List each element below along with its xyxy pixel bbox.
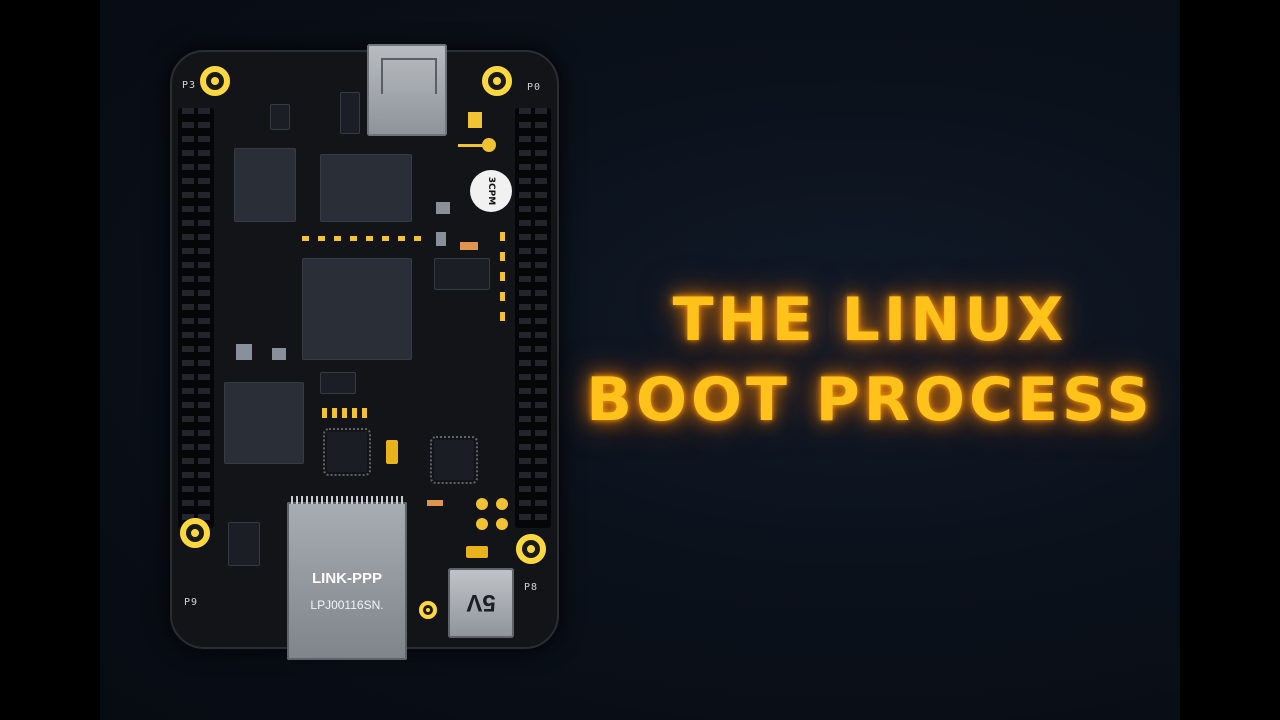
power-label: 5V <box>466 589 496 616</box>
smd-component <box>460 242 478 250</box>
smd-component <box>236 344 252 360</box>
title-line-1: THE LINUX <box>672 285 1068 355</box>
small-chip <box>320 372 356 394</box>
small-chip <box>340 92 360 134</box>
smd-component <box>436 232 446 246</box>
smd-component <box>496 498 508 510</box>
processor-chip <box>302 258 412 360</box>
smd-component <box>362 408 367 418</box>
power-connector: 5V <box>448 568 514 638</box>
smd-component <box>350 236 357 241</box>
smd-component <box>272 348 286 360</box>
smd-component <box>436 202 450 214</box>
smd-component <box>500 292 505 301</box>
badge-sticker: 3CPM <box>470 170 512 212</box>
smd-component <box>496 518 508 530</box>
mounting-hole <box>180 518 210 548</box>
small-chip <box>270 104 290 130</box>
smd-component <box>352 408 357 418</box>
smd-component <box>334 236 341 241</box>
ethernet-jack: LINK-PPP LPJ00116SN. <box>287 496 407 660</box>
smd-component <box>476 498 488 510</box>
smd-component <box>500 232 505 241</box>
page-title: THE LINUX BOOT PROCESS <box>560 280 1180 440</box>
ethernet-serial: LPJ00116SN. <box>310 598 384 612</box>
pin-header-right <box>515 108 551 528</box>
smd-component <box>382 236 389 241</box>
circuit-board: P3 P0 P9 P8 3CPM LIN <box>170 44 559 660</box>
gold-pad <box>386 440 398 464</box>
smd-component <box>366 236 373 241</box>
smd-component <box>302 236 309 241</box>
smd-component <box>468 112 482 128</box>
silkscreen-label: P0 <box>527 82 542 93</box>
emmc-chip <box>224 382 304 464</box>
smd-component <box>332 408 337 418</box>
mounting-hole <box>200 66 230 96</box>
mounting-hole <box>419 601 437 619</box>
silkscreen-label: P9 <box>184 597 199 608</box>
memory-chip <box>320 154 412 222</box>
qfn-chip <box>430 436 478 484</box>
memory-chip <box>234 148 296 222</box>
smd-component <box>500 312 505 321</box>
pin-header-left <box>178 108 214 528</box>
smd-component <box>414 236 421 241</box>
mounting-hole <box>516 534 546 564</box>
ethernet-label: LINK-PPP <box>311 570 382 587</box>
usb-connector <box>367 44 447 136</box>
smd-component <box>398 236 405 241</box>
gold-pad <box>466 546 488 558</box>
small-chip <box>434 258 490 290</box>
qfn-chip <box>323 428 371 476</box>
trace <box>458 144 492 147</box>
smd-component <box>342 408 347 418</box>
silkscreen-label: P3 <box>182 80 197 91</box>
ethernet-pins <box>291 496 403 504</box>
smd-component <box>500 252 505 261</box>
mounting-hole <box>482 66 512 96</box>
smd-component <box>318 236 325 241</box>
smd-component <box>476 518 488 530</box>
title-line-2: BOOT PROCESS <box>586 365 1154 435</box>
smd-component <box>500 272 505 281</box>
test-point <box>482 138 496 152</box>
smd-component <box>322 408 327 418</box>
smd-component <box>427 500 443 506</box>
silkscreen-label: P8 <box>524 582 539 593</box>
small-chip <box>228 522 260 566</box>
